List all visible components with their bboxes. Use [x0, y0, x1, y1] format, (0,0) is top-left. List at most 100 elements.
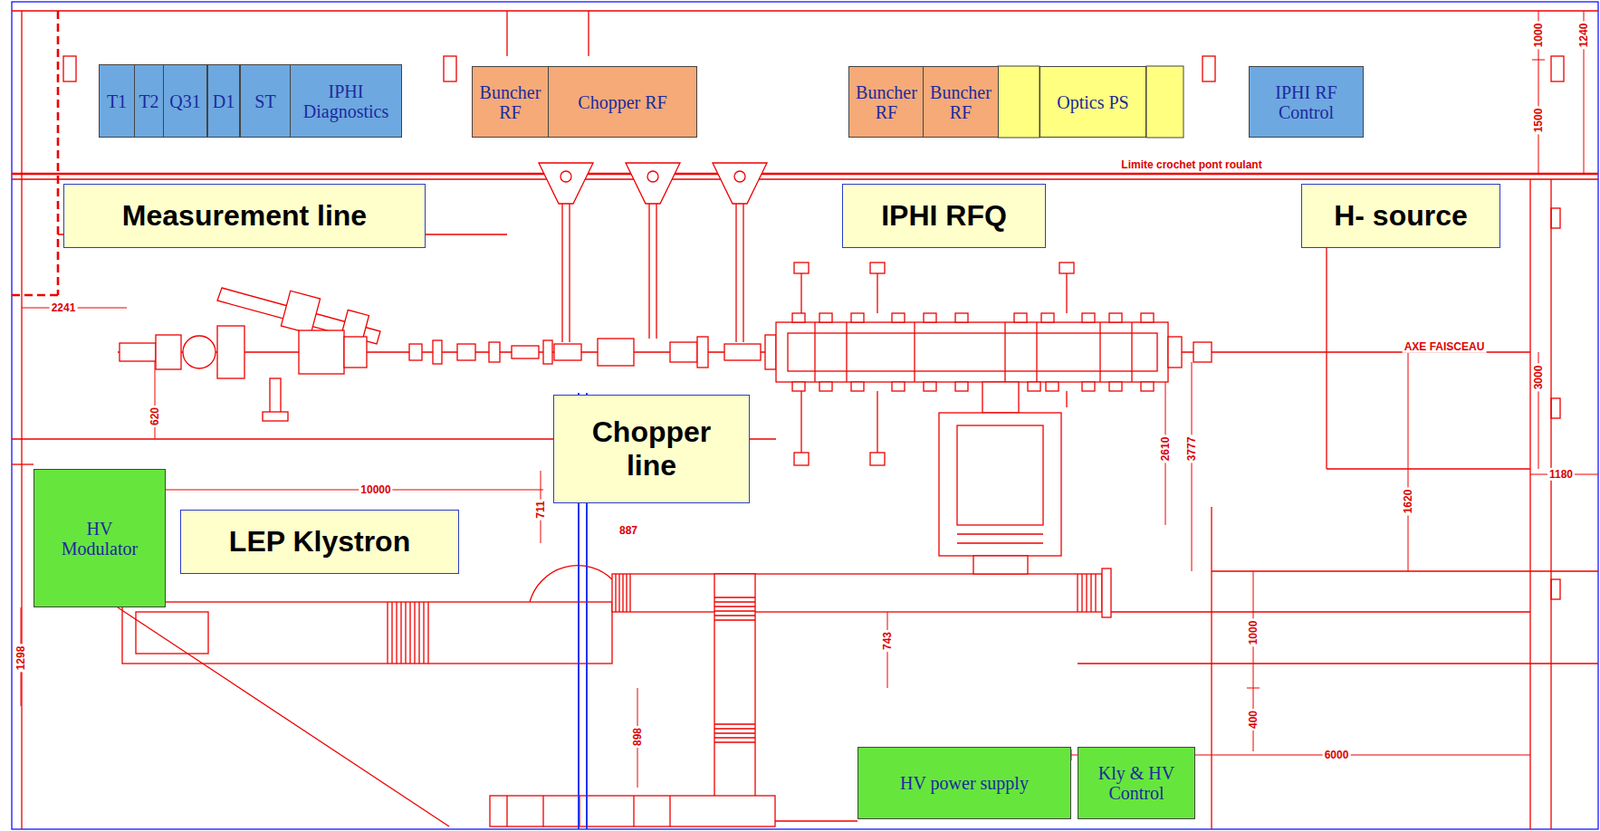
rf-waveguide [529, 565, 613, 603]
beam-line [787, 333, 1158, 372]
plan-note: 1180 [1547, 468, 1575, 481]
beam-line [712, 162, 767, 204]
beam-line [1168, 336, 1182, 368]
beam-line [155, 335, 182, 370]
dimension-label: 1620 [1401, 488, 1415, 517]
beam-line [262, 411, 288, 422]
building-outline [11, 178, 1599, 180]
beam-line [511, 345, 539, 359]
beam-line [344, 336, 367, 368]
beam-line [538, 162, 594, 204]
beam-line [851, 382, 864, 392]
building-outline [11, 9, 1599, 11]
building-outline [1551, 398, 1561, 419]
node-label: Kly & HV Control [1082, 763, 1191, 804]
building-outline [1077, 662, 1599, 664]
beam-line [724, 344, 761, 361]
node-label: T1 [106, 91, 127, 112]
beam-line [648, 203, 650, 339]
beam-line [800, 271, 802, 314]
beam-line [561, 203, 563, 343]
rack-cell: Q31 [162, 64, 208, 138]
beam-line [891, 382, 905, 392]
beam-line [923, 382, 937, 392]
beam-line [1059, 262, 1074, 274]
building-outline [1550, 179, 1552, 830]
node-label: IPHI Diagnostics [294, 81, 398, 122]
equipment-box: HV Modulator [33, 469, 166, 608]
beam-line [794, 262, 809, 274]
building-outline [506, 10, 508, 57]
beam-line [1109, 313, 1122, 323]
node-label: Chopper line [579, 415, 725, 483]
rf-waveguide [938, 412, 1062, 556]
building-outline [1529, 179, 1531, 830]
area-callout: IPHI RFQ [842, 183, 1046, 249]
beam-line [568, 203, 570, 343]
rf-waveguide [1101, 568, 1112, 618]
beam-line [554, 344, 582, 361]
node-label: Chopper RF [577, 92, 667, 113]
rf-waveguide [973, 555, 1028, 575]
beam-line [655, 203, 657, 339]
building-outline [20, 10, 22, 830]
dimension-label: 1000 [1246, 619, 1260, 648]
beam-line [119, 343, 156, 362]
beam-line [117, 162, 1531, 466]
beam-line [1065, 391, 1067, 408]
beam-line [217, 325, 245, 379]
beam-line [819, 382, 833, 392]
building-outline [1551, 579, 1561, 600]
building-outline [1325, 244, 1327, 470]
dimension-lines [1246, 688, 1260, 690]
rack-cell: Buncher RF [922, 66, 999, 138]
beam-line [1082, 382, 1095, 392]
rf-waveguide [957, 425, 1044, 526]
area-callout: Measurement line [63, 183, 426, 249]
dimension-label: 1500 [1532, 106, 1545, 135]
rack-cell: IPHI Diagnostics [289, 64, 403, 138]
rack-cell: IPHI RF Control [1248, 66, 1364, 138]
rf-waveguide [714, 597, 756, 743]
beam-line [794, 452, 809, 466]
beam-line [792, 313, 805, 323]
empty-rack-cell [997, 66, 1184, 138]
beam-line [1140, 382, 1154, 392]
building-outline [57, 10, 60, 296]
beam-line [955, 313, 968, 323]
dimension-label: 3777 [1185, 435, 1198, 464]
dimension-label: 2610 [1159, 435, 1172, 464]
node-label: Measurement line [122, 199, 367, 233]
beam-line [1109, 382, 1122, 392]
building-outline [1210, 507, 1212, 830]
beam-line [955, 382, 968, 392]
beam-line [1041, 313, 1054, 323]
beam-line [457, 344, 476, 361]
beam-line [1065, 271, 1067, 314]
beam-line [280, 290, 320, 334]
rf-waveguide [387, 602, 429, 664]
dimension-label: 1000 [1532, 21, 1545, 50]
building-outline [11, 10, 1599, 830]
rf-waveguide [122, 602, 613, 664]
plan-note: Limite crochet pont roulant [1119, 158, 1264, 172]
beam-line [1027, 382, 1041, 392]
rf-waveguide [612, 574, 1102, 613]
beam-line [1004, 322, 1006, 383]
beam-line [1193, 342, 1212, 363]
equipment-box: HV power supply [857, 747, 1072, 820]
rack-cell: Buncher RF [848, 66, 925, 138]
beam-line [597, 338, 634, 366]
beam-line [845, 322, 847, 383]
rack-cell: T2 [134, 64, 164, 138]
node-label: HV Modulator [49, 518, 150, 559]
beam-line [560, 171, 572, 183]
beam-line [851, 313, 864, 323]
node-label: ST [254, 91, 276, 112]
rf-waveguide [489, 795, 776, 827]
beam-line [697, 336, 709, 368]
beam-line [819, 313, 833, 323]
dimension-label: 711 [534, 498, 547, 520]
rf-waveguide [117, 382, 1112, 827]
